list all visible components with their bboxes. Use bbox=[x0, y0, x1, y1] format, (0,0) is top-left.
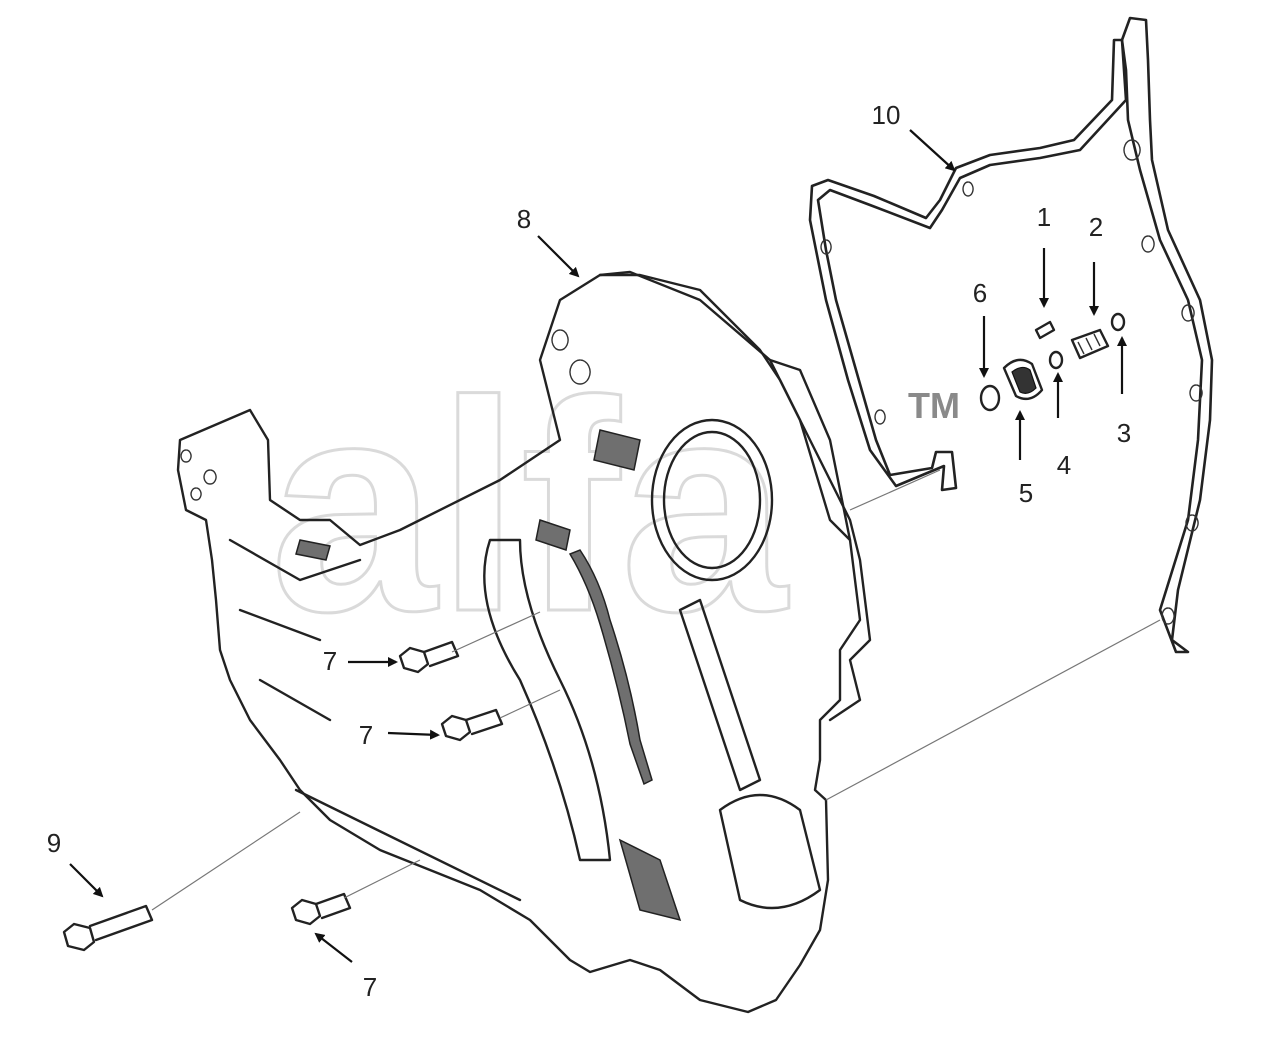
callout-9: 9 bbox=[47, 828, 61, 858]
gasket-part-10 bbox=[808, 16, 1214, 654]
callout-arrows bbox=[69, 129, 1127, 963]
callout-5: 5 bbox=[1019, 478, 1033, 508]
callout-6: 6 bbox=[973, 278, 987, 308]
leader-lines bbox=[151, 469, 1161, 911]
front-cover-part-8 bbox=[176, 270, 872, 1014]
callout-7-middle: 7 bbox=[359, 720, 373, 750]
arrow-7-lower bbox=[314, 932, 353, 963]
arrow-9 bbox=[69, 863, 104, 898]
small-parts-assembly bbox=[979, 312, 1126, 412]
callout-8: 8 bbox=[517, 204, 531, 234]
callout-2: 2 bbox=[1089, 212, 1103, 242]
callout-1: 1 bbox=[1037, 202, 1051, 232]
watermark-text: alfa bbox=[270, 338, 789, 674]
bolt-9 bbox=[62, 904, 154, 952]
arrow-8 bbox=[537, 235, 580, 278]
callout-7-lower: 7 bbox=[363, 972, 377, 1002]
watermark: alfa TM bbox=[269, 337, 960, 676]
callout-3: 3 bbox=[1117, 418, 1131, 448]
bolts bbox=[62, 640, 504, 952]
callout-4: 4 bbox=[1057, 450, 1071, 480]
callout-10: 10 bbox=[872, 100, 901, 130]
arrow-7-middle bbox=[387, 729, 440, 740]
bolt-7-upper bbox=[398, 640, 460, 674]
callout-labels: 1 2 3 4 5 6 7 7 7 8 9 10 bbox=[47, 100, 1131, 1002]
callout-7-upper: 7 bbox=[323, 646, 337, 676]
watermark-trademark: TM bbox=[908, 385, 960, 426]
bolt-7-middle bbox=[440, 708, 504, 742]
bolt-7-lower bbox=[290, 892, 352, 926]
arrow-10 bbox=[909, 129, 956, 172]
